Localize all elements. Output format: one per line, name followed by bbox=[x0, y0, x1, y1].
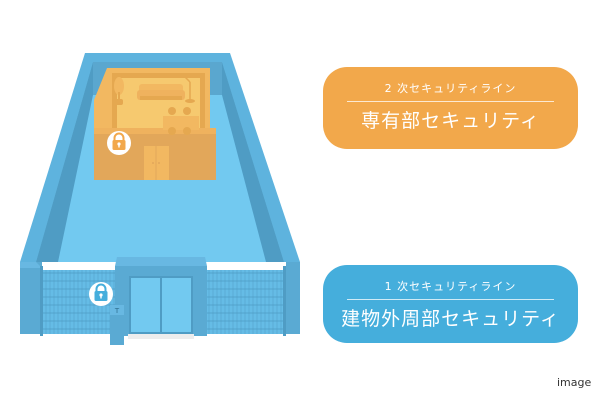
secondary-security-card: 2 次セキュリティライン 専有部セキュリティ bbox=[323, 67, 578, 149]
card-divider bbox=[347, 299, 554, 300]
room-door-icon bbox=[144, 146, 169, 180]
secondary-line-title: 2 次セキュリティライン bbox=[384, 82, 517, 95]
secondary-zone-name: 専有部セキュリティ bbox=[361, 110, 540, 132]
lock-icon-gate bbox=[89, 282, 113, 306]
card-divider bbox=[347, 101, 554, 102]
primary-security-card: 1 次セキュリティライン 建物外周部セキュリティ bbox=[323, 265, 578, 343]
primary-zone-name: 建物外周部セキュリティ bbox=[341, 308, 560, 330]
entrance-door-icon bbox=[129, 276, 193, 334]
entrance bbox=[115, 257, 207, 339]
image-caption: image bbox=[557, 376, 592, 389]
dining-table-icon bbox=[163, 107, 199, 135]
fence-icon bbox=[40, 266, 286, 336]
intercom-icon: T bbox=[110, 305, 124, 345]
building-illustration: T bbox=[0, 0, 320, 370]
sofa-icon bbox=[137, 84, 185, 100]
private-room bbox=[94, 68, 216, 180]
floor-lamp-icon bbox=[182, 74, 195, 103]
svg-text:T: T bbox=[114, 307, 120, 315]
primary-line-title: 1 次セキュリティライン bbox=[384, 280, 517, 293]
lock-icon-room bbox=[107, 131, 131, 155]
plant-icon bbox=[114, 77, 124, 105]
